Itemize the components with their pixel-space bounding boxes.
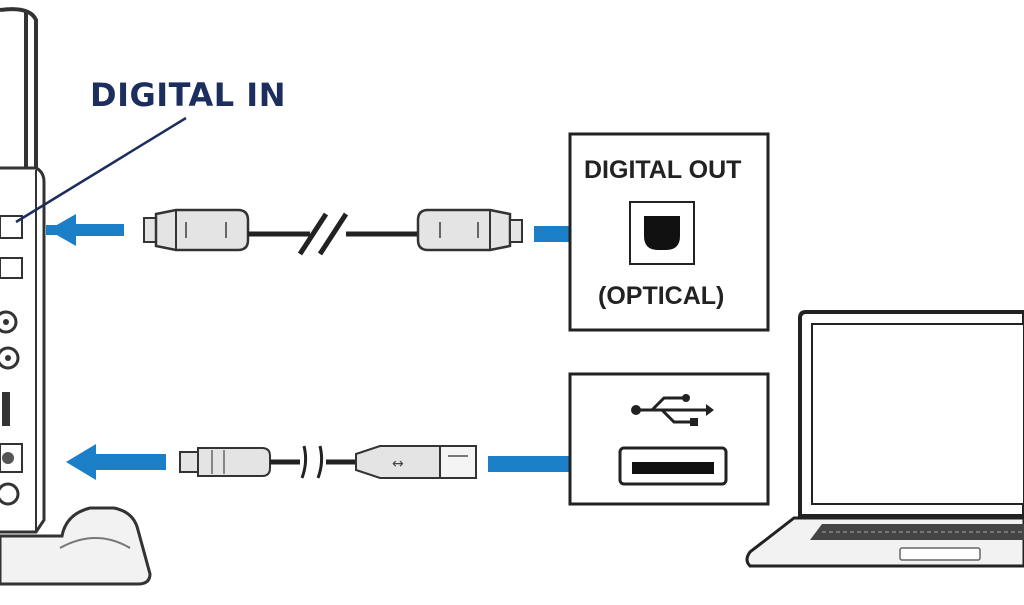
arrow-to-digital-in (48, 214, 124, 246)
laptop (745, 310, 1024, 568)
digital-out-label: DIGITAL OUT (584, 156, 742, 184)
usb-cable: ↔ (66, 444, 610, 482)
digital-in-leader (15, 116, 187, 224)
arrow-to-usb-port (488, 446, 610, 482)
antenna (0, 7, 38, 168)
digital-in-label: DIGITAL IN (90, 76, 286, 114)
svg-text:↔: ↔ (392, 456, 404, 472)
switch (2, 392, 10, 426)
optical-label: (OPTICAL) (598, 282, 725, 310)
optical-port-icon (629, 201, 695, 265)
usb-icon (631, 394, 714, 426)
optical-cable (46, 208, 610, 256)
receiver-device (0, 7, 152, 586)
usb-port-box (568, 372, 770, 506)
arrow-to-power-port (66, 444, 166, 480)
usb-a-port-icon (618, 446, 728, 486)
receiver-stand (0, 506, 152, 586)
